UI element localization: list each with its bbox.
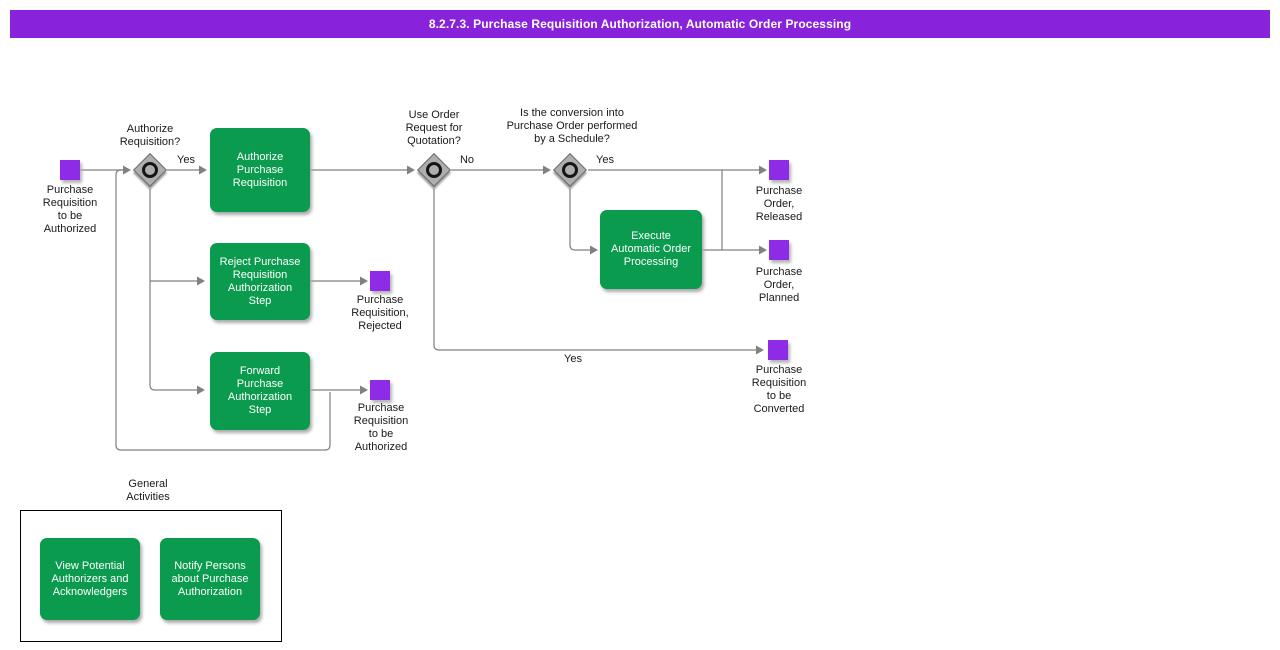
- event-purchase-order-released[interactable]: [769, 160, 789, 180]
- edge-label-yes-schedule: Yes: [596, 154, 614, 166]
- event-label-start: Purchase Requisition to be Authorized: [42, 184, 98, 235]
- arrowhead: [756, 345, 764, 355]
- edge-label-yes-quotation: Yes: [564, 353, 582, 365]
- gateway-use-order-request-for-quotation: [417, 153, 451, 187]
- flow-authorize-gateway-down-to-forward-task: [149, 188, 197, 391]
- arrowhead: [197, 276, 205, 286]
- task-label: Reject Purchase Requisition Authorizatio…: [219, 255, 301, 307]
- arrowhead: [543, 165, 551, 175]
- gateway-authorize-requisition: [133, 153, 167, 187]
- gateway-circle-icon: [562, 162, 578, 178]
- arrowhead: [360, 385, 368, 395]
- title-bar: 8.2.7.3. Purchase Requisition Authorizat…: [10, 10, 1270, 38]
- gateway-circle-icon: [142, 162, 158, 178]
- event-requisition-to-be-converted[interactable]: [768, 340, 788, 360]
- flow-loopback-to-authorize-gateway: [115, 169, 331, 451]
- event-purchase-order-planned[interactable]: [769, 240, 789, 260]
- edge-label-no-quotation: No: [459, 154, 475, 166]
- arrowhead: [407, 165, 415, 175]
- arrowhead: [759, 245, 767, 255]
- flow-schedule-gateway-to-execute-task: [569, 188, 590, 251]
- task-execute-automatic-order-processing[interactable]: Execute Automatic Order Processing: [600, 210, 702, 289]
- arrowhead: [123, 165, 131, 175]
- task-label: View Potential Authorizers and Acknowled…: [51, 559, 129, 598]
- gateway-conversion-by-schedule: [553, 153, 587, 187]
- event-requisition-rejected[interactable]: [370, 271, 390, 291]
- task-label: Authorize Purchase Requisition: [232, 150, 288, 189]
- task-reject-purchase-requisition-authorization-step[interactable]: Reject Purchase Requisition Authorizatio…: [210, 243, 310, 320]
- flow-quotation-yes-to-converted-event: [433, 188, 756, 351]
- arrowhead: [360, 276, 368, 286]
- task-view-potential-authorizers-and-acknowledgers[interactable]: View Potential Authorizers and Acknowled…: [40, 538, 140, 620]
- task-label: Notify Persons about Purchase Authorizat…: [171, 559, 249, 598]
- arrowhead: [197, 385, 205, 395]
- event-label-order-released: Purchase Order, Released: [755, 185, 803, 223]
- task-authorize-purchase-requisition[interactable]: Authorize Purchase Requisition: [210, 128, 310, 212]
- page-title: 8.2.7.3. Purchase Requisition Authorizat…: [428, 17, 852, 31]
- arrowhead: [199, 165, 207, 175]
- gateway-label-schedule: Is the conversion into Purchase Order pe…: [506, 107, 638, 145]
- gateway-circle-icon: [426, 162, 442, 178]
- event-label-to-be-converted: Purchase Requisition to be Converted: [751, 364, 807, 415]
- gateway-label-authorize: Authorize Requisition?: [119, 123, 181, 148]
- task-label: Execute Automatic Order Processing: [610, 230, 692, 268]
- event-start-requisition-to-be-authorized[interactable]: [60, 160, 80, 180]
- arrowhead: [590, 245, 598, 255]
- arrowhead: [759, 165, 767, 175]
- gateway-label-quotation: Use Order Request for Quotation?: [405, 109, 463, 147]
- general-activities-label: General Activities: [126, 478, 170, 503]
- event-label-order-planned: Purchase Order, Planned: [755, 266, 803, 304]
- task-label: Forward Purchase Authorization Step: [227, 365, 293, 416]
- task-forward-purchase-authorization-step[interactable]: Forward Purchase Authorization Step: [210, 352, 310, 430]
- event-label-authorized-loop: Purchase Requisition to be Authorized: [353, 402, 409, 453]
- edge-label-yes-authorize: Yes: [177, 154, 195, 166]
- event-requisition-to-be-authorized-loop[interactable]: [370, 380, 390, 400]
- event-label-rejected: Purchase Requisition, Rejected: [351, 294, 409, 332]
- task-notify-persons-about-purchase-authorization[interactable]: Notify Persons about Purchase Authorizat…: [160, 538, 260, 620]
